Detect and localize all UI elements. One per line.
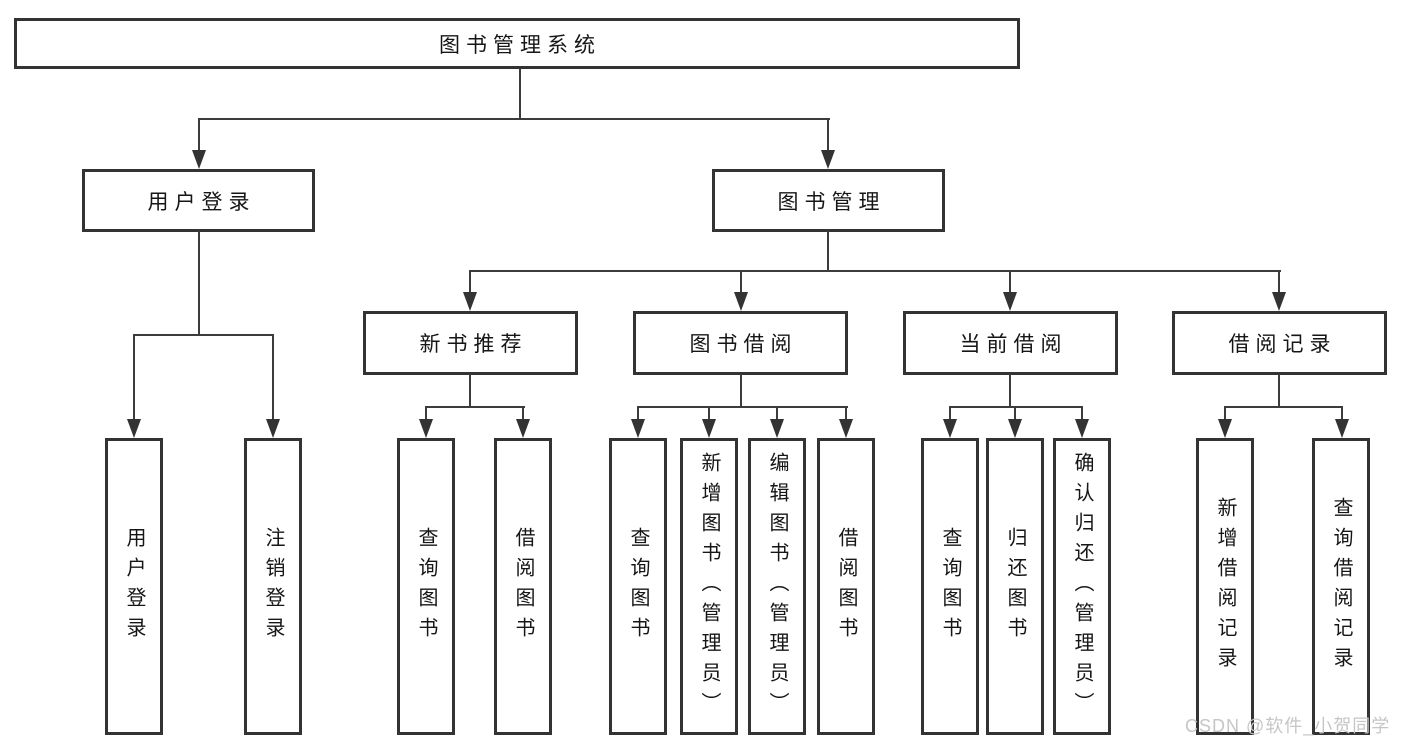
node-borrowing-records: 借阅记录 <box>1172 311 1387 375</box>
leaf-query-borrow-record-label: 查询借阅记录 <box>1330 496 1352 677</box>
connector-line <box>1224 406 1226 421</box>
arrow-down-icon <box>734 292 748 311</box>
node-root-label: 图书管理系统 <box>439 33 601 57</box>
node-root-library-management-system: 图书管理系统 <box>14 18 1020 69</box>
leaf-query-books-recommend: 查询图书 <box>397 438 455 735</box>
node-new-book-recommendation-label: 新书推荐 <box>419 333 528 356</box>
node-current-borrowing: 当前借阅 <box>903 311 1118 375</box>
connector-line <box>198 118 830 120</box>
node-book-borrowing-label: 图书借阅 <box>689 333 798 356</box>
node-new-book-recommendation: 新书推荐 <box>363 311 578 375</box>
connector-line <box>522 406 524 421</box>
arrow-down-icon <box>266 419 280 438</box>
connector-line <box>198 118 200 152</box>
leaf-query-books-recommend-label: 查询图书 <box>415 526 437 647</box>
leaf-query-books-current-label: 查询图书 <box>939 526 961 647</box>
connector-line <box>740 374 742 408</box>
connector-line <box>708 406 710 421</box>
arrow-down-icon <box>631 419 645 438</box>
leaf-borrow-books-borrowing-label: 借阅图书 <box>835 526 857 647</box>
connector-line <box>469 270 1281 272</box>
node-book-management-label: 图书管理 <box>777 190 886 214</box>
connector-line <box>827 118 829 152</box>
leaf-user-login: 用户登录 <box>105 438 163 735</box>
arrow-down-icon <box>821 150 835 169</box>
leaf-query-books-borrowing-label: 查询图书 <box>627 526 649 647</box>
leaf-logout-label: 注销登录 <box>262 526 284 647</box>
connector-line <box>740 270 742 292</box>
connector-line <box>1081 406 1083 421</box>
leaf-add-books-admin-label: 新增图书（管理员） <box>698 451 720 722</box>
leaf-confirm-return-admin-label: 确认归还（管理员） <box>1071 451 1093 722</box>
connector-line <box>1009 270 1011 292</box>
connector-line <box>425 406 525 408</box>
node-user-login: 用户登录 <box>82 169 315 232</box>
connector-line <box>519 68 521 119</box>
connector-line <box>198 231 200 336</box>
leaf-add-books-admin: 新增图书（管理员） <box>680 438 738 735</box>
node-book-borrowing: 图书借阅 <box>633 311 848 375</box>
leaf-add-borrow-record: 新增借阅记录 <box>1196 438 1254 735</box>
leaf-borrow-books-recommend: 借阅图书 <box>494 438 552 735</box>
connector-line <box>1014 406 1016 421</box>
connector-line <box>133 334 135 420</box>
leaf-return-books-label: 归还图书 <box>1004 526 1026 647</box>
arrow-down-icon <box>192 150 206 169</box>
connector-line <box>272 334 274 420</box>
leaf-query-books-borrowing: 查询图书 <box>609 438 667 735</box>
connector-line <box>949 406 951 421</box>
leaf-return-books: 归还图书 <box>986 438 1044 735</box>
leaf-edit-books-admin-label: 编辑图书（管理员） <box>766 451 788 722</box>
connector-line <box>845 406 847 421</box>
connector-line <box>1009 374 1011 408</box>
arrow-down-icon <box>1003 292 1017 311</box>
watermark: CSDN @软件_小贺同学 <box>1185 716 1391 736</box>
leaf-add-borrow-record-label: 新增借阅记录 <box>1214 496 1236 677</box>
arrow-down-icon <box>516 419 530 438</box>
connector-line <box>637 406 848 408</box>
arrow-down-icon <box>419 419 433 438</box>
connector-line <box>1341 406 1343 421</box>
connector-line <box>1278 270 1280 292</box>
arrow-down-icon <box>1008 419 1022 438</box>
arrow-down-icon <box>1272 292 1286 311</box>
connector-line <box>776 406 778 421</box>
leaf-borrow-books-borrowing: 借阅图书 <box>817 438 875 735</box>
node-borrowing-records-label: 借阅记录 <box>1228 333 1337 356</box>
leaf-logout: 注销登录 <box>244 438 302 735</box>
leaf-user-login-label: 用户登录 <box>123 526 145 647</box>
connector-line <box>469 270 471 292</box>
connector-line <box>1278 374 1280 408</box>
node-user-login-label: 用户登录 <box>147 190 256 214</box>
connector-line <box>637 406 639 421</box>
arrow-down-icon <box>1218 419 1232 438</box>
node-current-borrowing-label: 当前借阅 <box>959 333 1068 356</box>
connector-line <box>469 374 471 408</box>
leaf-borrow-books-recommend-label: 借阅图书 <box>512 526 534 647</box>
leaf-query-books-current: 查询图书 <box>921 438 979 735</box>
arrow-down-icon <box>1335 419 1349 438</box>
connector-line <box>827 231 829 272</box>
arrow-down-icon <box>463 292 477 311</box>
leaf-confirm-return-admin: 确认归还（管理员） <box>1053 438 1111 735</box>
connector-line <box>949 406 1083 408</box>
leaf-query-borrow-record: 查询借阅记录 <box>1312 438 1370 735</box>
connector-line <box>425 406 427 421</box>
arrow-down-icon <box>702 419 716 438</box>
arrow-down-icon <box>1075 419 1089 438</box>
connector-line <box>133 334 274 336</box>
arrow-down-icon <box>770 419 784 438</box>
leaf-edit-books-admin: 编辑图书（管理员） <box>748 438 806 735</box>
connector-line <box>1224 406 1343 408</box>
arrow-down-icon <box>127 419 141 438</box>
node-book-management: 图书管理 <box>712 169 945 232</box>
arrow-down-icon <box>943 419 957 438</box>
arrow-down-icon <box>839 419 853 438</box>
